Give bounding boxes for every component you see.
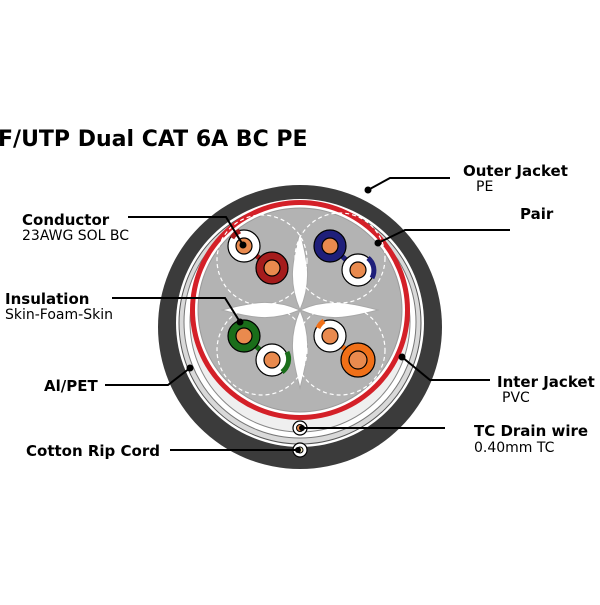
label-insulation-detail: Skin-Foam-Skin bbox=[5, 307, 113, 323]
pair-boundaries bbox=[216, 212, 386, 396]
label-inter-jacket: Inter Jacket bbox=[497, 373, 595, 391]
label-drain-wire: TC Drain wire bbox=[474, 422, 588, 440]
leader-outer-jacket bbox=[367, 177, 450, 191]
pair-green bbox=[227, 319, 292, 377]
conductor-orange bbox=[348, 350, 368, 370]
cross-separator bbox=[220, 230, 380, 390]
leader-al-pet bbox=[105, 367, 191, 386]
leader-lines bbox=[105, 177, 510, 451]
pair-blue bbox=[313, 229, 377, 287]
pair-brown bbox=[227, 228, 289, 285]
conductor-white-blue bbox=[349, 261, 367, 279]
label-rip-cord: Cotton Rip Cord bbox=[26, 442, 160, 460]
label-pair: Pair bbox=[520, 205, 554, 223]
conductor-blue bbox=[321, 237, 339, 255]
label-drain-wire-detail: 0.40mm TC bbox=[474, 440, 555, 456]
conductor-green bbox=[235, 327, 253, 345]
label-al-pet: Al/PET bbox=[44, 377, 98, 395]
leader-conductor bbox=[128, 216, 244, 246]
conductor-white-green bbox=[263, 351, 281, 369]
label-conductor-detail: 23AWG SOL BC bbox=[22, 228, 129, 244]
label-conductor: Conductor bbox=[22, 211, 110, 229]
conductor-white-orange bbox=[321, 327, 339, 345]
leader-pair bbox=[377, 229, 510, 244]
label-outer-jacket-detail: PE bbox=[476, 179, 493, 195]
leader-insulation bbox=[112, 297, 241, 323]
label-insulation: Insulation bbox=[5, 290, 89, 308]
diagram-title: F/UTP Dual CAT 6A BC PE bbox=[0, 127, 308, 152]
label-inter-jacket-detail: PVC bbox=[502, 390, 530, 406]
conductor-brown bbox=[263, 259, 281, 277]
pair-orange bbox=[313, 318, 376, 378]
leader-inter-jacket bbox=[401, 356, 490, 381]
label-outer-jacket: Outer Jacket bbox=[463, 162, 568, 180]
leader-dots bbox=[186, 186, 406, 453]
